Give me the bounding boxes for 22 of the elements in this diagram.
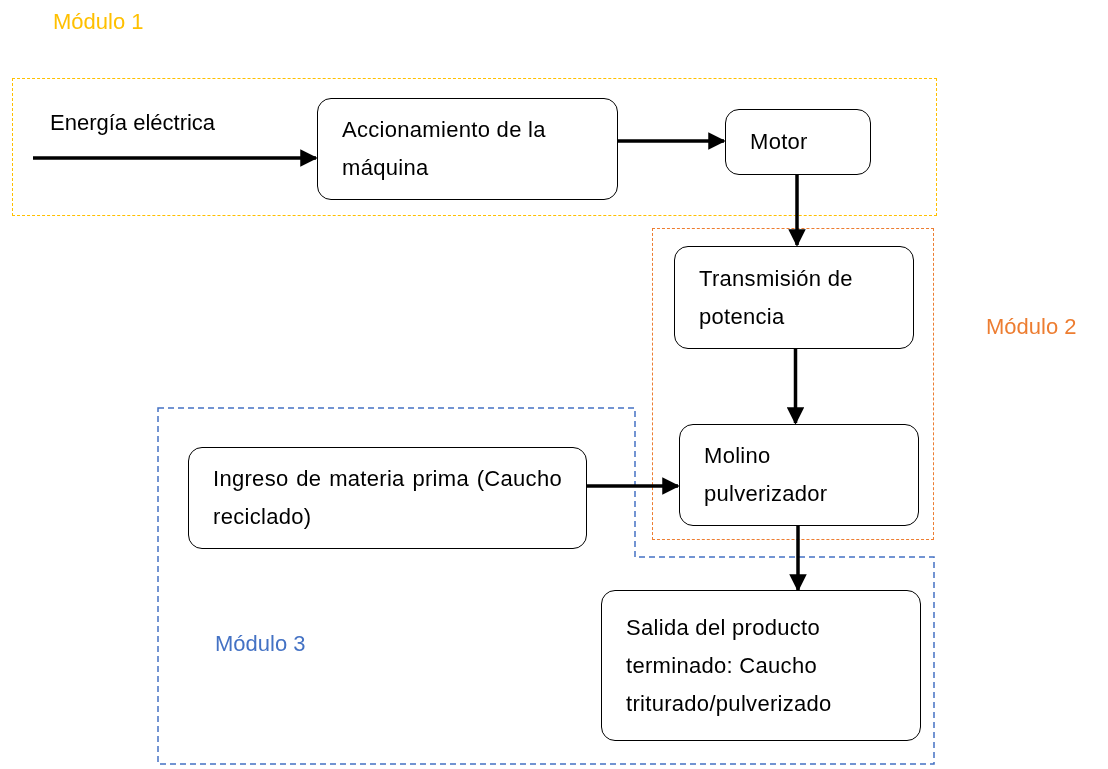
module-label: Módulo 1 bbox=[53, 9, 144, 35]
process-box bbox=[601, 590, 921, 741]
arrow bbox=[33, 149, 318, 167]
box-text: Salida del producto terminado: Caucho triturado/pulverizado bbox=[626, 613, 833, 718]
module-label: Módulo 2 bbox=[986, 314, 1077, 340]
arrow bbox=[788, 174, 806, 247]
box-text: Molino pulverizador bbox=[704, 442, 829, 508]
box-text: Ingreso de materia prima (Caucho reciclado) bbox=[213, 465, 562, 531]
process-box bbox=[674, 246, 914, 349]
arrow bbox=[789, 525, 807, 592]
process-box bbox=[679, 424, 919, 526]
module-label: Módulo 3 bbox=[215, 631, 306, 657]
process-box bbox=[725, 109, 871, 175]
arrow bbox=[786, 348, 805, 425]
arrow bbox=[587, 477, 680, 495]
module-frame bbox=[157, 407, 935, 765]
process-box bbox=[317, 98, 618, 200]
box-text: Accionamiento de la máquina bbox=[342, 116, 547, 182]
box-text: Motor bbox=[750, 128, 809, 156]
process-box bbox=[188, 447, 587, 549]
arrow bbox=[617, 132, 726, 150]
box-text: Transmisión de potencia bbox=[699, 264, 854, 331]
